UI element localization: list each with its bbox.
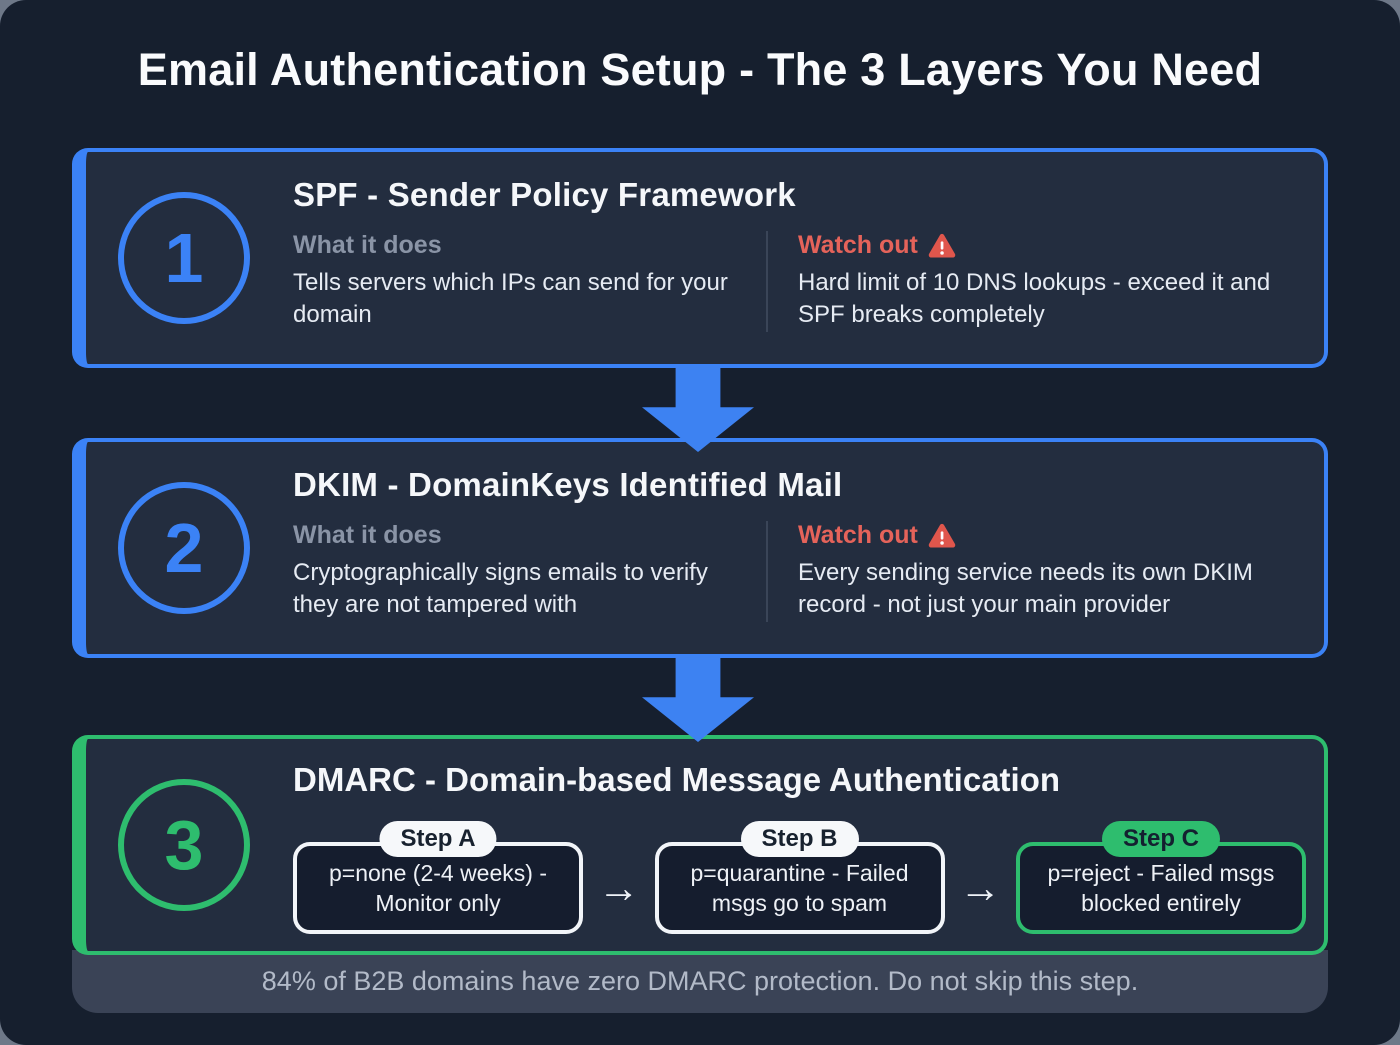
- layer-content: SPF - Sender Policy Framework What it do…: [293, 176, 1300, 332]
- step-text: p=quarantine - Failed msgs go to spam: [690, 859, 909, 916]
- what-it-does-column: What it does Tells servers which IPs can…: [293, 231, 766, 332]
- what-it-does-text: Tells servers which IPs can send for you…: [293, 269, 728, 329]
- step-box: p=reject - Failed msgs blocked entirely: [1016, 842, 1306, 934]
- layer-number: 1: [164, 219, 204, 297]
- warning-icon: [928, 523, 956, 548]
- watch-out-column: Watch out Hard limit of 10 DNS lookups -…: [766, 231, 1300, 332]
- layer-content: DKIM - DomainKeys Identified Mail What i…: [293, 466, 1300, 622]
- step-text: p=none (2-4 weeks) - Monitor only: [329, 859, 547, 916]
- what-it-does-column: What it does Cryptographically signs ema…: [293, 521, 766, 622]
- layer-title: DMARC - Domain-based Message Authenticat…: [293, 761, 1061, 798]
- step-pill: Step B: [740, 821, 859, 857]
- step-pill: Step A: [379, 821, 497, 857]
- footer-note: 84% of B2B domains have zero DMARC prote…: [261, 966, 1139, 996]
- watch-out-label: Watch out: [798, 521, 918, 549]
- footer-bar: 84% of B2B domains have zero DMARC prote…: [72, 950, 1328, 1013]
- what-it-does-label: What it does: [293, 521, 442, 549]
- layer-card-dmarc: 3 DMARC - Domain-based Message Authentic…: [72, 735, 1328, 955]
- watch-out-label: Watch out: [798, 231, 918, 259]
- layer-card-spf: 1 SPF - Sender Policy Framework What it …: [72, 148, 1328, 368]
- step-b: Step B p=quarantine - Failed msgs go to …: [654, 821, 945, 934]
- warning-icon: [928, 233, 956, 258]
- what-it-does-label: What it does: [293, 231, 442, 259]
- down-arrow-icon: [642, 656, 754, 742]
- layer-title: SPF - Sender Policy Framework: [293, 176, 796, 213]
- step-pill: Step C: [1101, 821, 1221, 857]
- layer-number: 3: [164, 806, 204, 884]
- watch-out-column: Watch out Every sending service needs it…: [766, 521, 1300, 622]
- step-box: p=none (2-4 weeks) - Monitor only: [293, 842, 583, 934]
- watch-out-text: Hard limit of 10 DNS lookups - exceed it…: [798, 269, 1271, 329]
- layer-number: 2: [164, 509, 204, 587]
- dmarc-steps-row: Step A p=none (2-4 weeks) - Monitor only…: [293, 821, 1306, 934]
- step-a: Step A p=none (2-4 weeks) - Monitor only: [293, 821, 583, 934]
- right-arrow-icon: →: [597, 864, 640, 911]
- layer-number-badge: 3: [118, 779, 250, 911]
- layer-number-badge: 1: [118, 192, 250, 324]
- layer-number-badge: 2: [118, 482, 250, 614]
- step-c: Step C p=reject - Failed msgs blocked en…: [1016, 821, 1306, 934]
- what-it-does-text: Cryptographically signs emails to verify…: [293, 559, 708, 619]
- step-text: p=reject - Failed msgs blocked entirely: [1047, 859, 1275, 916]
- page-title: Email Authentication Setup - The 3 Layer…: [137, 44, 1263, 95]
- right-arrow-icon: →: [959, 864, 1002, 911]
- layer-title: DKIM - DomainKeys Identified Mail: [293, 466, 843, 503]
- watch-out-text: Every sending service needs its own DKIM…: [798, 559, 1253, 619]
- layer-card-dkim: 2 DKIM - DomainKeys Identified Mail What…: [72, 438, 1328, 658]
